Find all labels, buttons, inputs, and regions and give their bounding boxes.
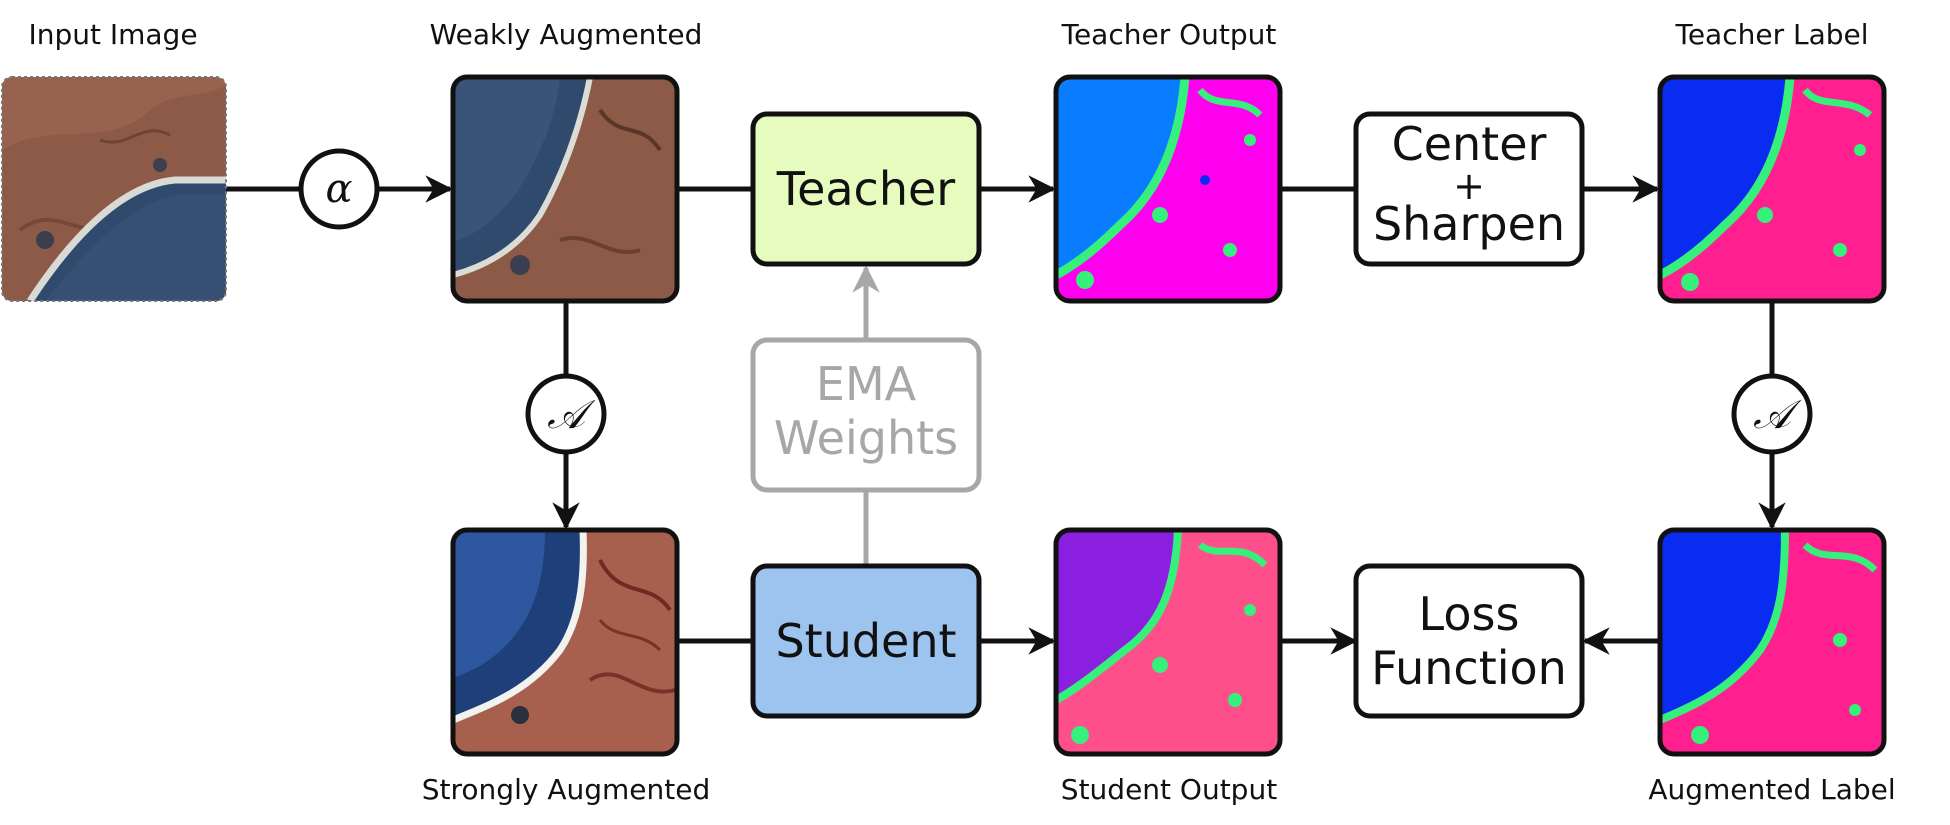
student-box-label: Student: [775, 614, 956, 668]
caption-augmented-label: Augmented Label: [1648, 773, 1895, 806]
student-box: Student: [750, 563, 982, 719]
weakly-augmented-image: [450, 74, 680, 304]
alpha-symbol: α: [325, 166, 352, 212]
center-box-line2: +: [1453, 164, 1485, 208]
ema-weights-box: EMA Weights: [750, 337, 982, 493]
ema-box-line1: EMA: [816, 357, 917, 411]
caption-strongly-augmented: Strongly Augmented: [422, 773, 710, 806]
caption-student-output: Student Output: [1061, 773, 1277, 806]
augmented-label-image: [1657, 527, 1887, 757]
input-image: [1, 76, 227, 302]
teacher-box-label: Teacher: [776, 162, 956, 216]
center-sharpen-box: Center + Sharpen: [1353, 111, 1585, 267]
caption-teacher-output: Teacher Output: [1061, 18, 1277, 51]
ema-box-line2: Weights: [774, 411, 958, 465]
teacher-label-image: [1657, 74, 1887, 304]
center-box-line1: Center: [1392, 117, 1547, 171]
loss-box-line1: Loss: [1419, 587, 1520, 641]
teacher-output-image: [1053, 74, 1283, 304]
connectors: [226, 175, 1786, 655]
alpha-operator: α: [298, 148, 380, 230]
caption-input-image: Input Image: [28, 18, 197, 51]
student-output-image: [1053, 527, 1283, 757]
strongly-augmented-image: [450, 527, 680, 757]
caption-teacher-label: Teacher Label: [1674, 18, 1868, 51]
augment-operator-right: 𝒜: [1731, 373, 1813, 455]
loss-function-box: Loss Function: [1353, 563, 1585, 719]
augment-operator-left: 𝒜: [525, 373, 607, 455]
loss-box-line2: Function: [1371, 641, 1567, 695]
caption-weakly-augmented: Weakly Augmented: [430, 18, 703, 51]
teacher-box: Teacher: [750, 111, 982, 267]
center-box-line3: Sharpen: [1373, 197, 1565, 251]
